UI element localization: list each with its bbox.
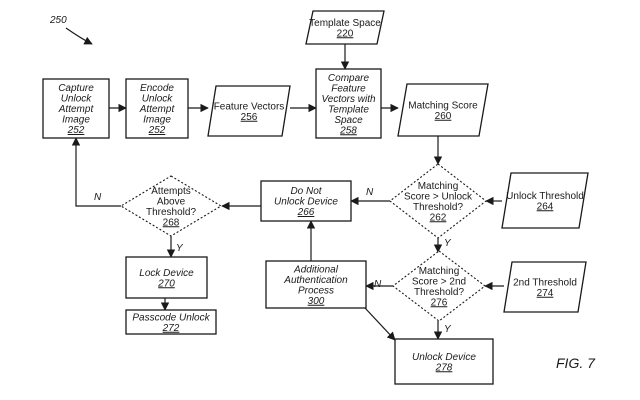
template-ref-number: 220 <box>337 28 354 39</box>
edge-additional-to-unlock <box>364 307 396 341</box>
features-shape <box>207 85 291 137</box>
capture-label-line: Attempt <box>58 104 95 115</box>
compare-label-line: Compare <box>328 73 370 84</box>
attempts-ref-number: 268 <box>163 217 180 228</box>
additional-ref-number: 300 <box>308 296 325 307</box>
donot-shape <box>260 180 352 222</box>
passcode-shape <box>125 309 217 335</box>
passcode-label-line: Passcode Unlock <box>132 312 210 323</box>
capture-shape <box>42 78 110 139</box>
unlockthr-label-line: Unlock Threshold <box>506 191 584 202</box>
encode-label-line: Attempt <box>139 104 176 115</box>
compare-label-line: Feature <box>331 83 366 94</box>
capture-ref-number: 252 <box>67 125 85 136</box>
lock-shape <box>125 256 208 299</box>
additional-shape <box>265 260 367 309</box>
unlock-label-line: Unlock Device <box>412 352 476 363</box>
unlock-ref-number: 278 <box>435 362 453 373</box>
additional-label-line: Authentication <box>283 275 348 286</box>
template-label-line: Template Space <box>309 18 381 29</box>
encode-ref-number: 252 <box>148 125 166 136</box>
unlockthr-ref-number: 264 <box>537 201 554 212</box>
passcode-ref-number: 272 <box>162 323 180 334</box>
figure-caption: FIG. 7 <box>556 355 596 371</box>
unlock-shape <box>394 338 494 385</box>
decision1-ref-number: 262 <box>430 212 447 223</box>
features-label-line: Feature Vectors <box>214 101 285 112</box>
attempts-no-label: N <box>94 192 102 203</box>
attempts-label-line: Threshold? <box>146 207 196 218</box>
encode-label-line: Image <box>143 115 171 126</box>
matching-shape <box>397 83 489 137</box>
decision2-label-line: Threshold? <box>414 287 464 298</box>
connectors <box>71 44 504 341</box>
decision2-shape <box>392 250 486 322</box>
compare-label-line: Space <box>334 115 363 126</box>
compare-label-line: Vectors with <box>321 94 376 105</box>
decision1-label-line: Threshold? <box>413 202 463 213</box>
donot-label-line: Do Not <box>290 186 322 197</box>
unlockthr-shape <box>501 172 589 229</box>
encode-label-line: Encode <box>140 83 174 94</box>
additional-label-line: Additional <box>293 264 339 275</box>
secondthr-ref-number: 274 <box>537 288 554 299</box>
features-ref-number: 256 <box>241 112 258 123</box>
compare-ref-number: 258 <box>339 125 357 136</box>
decision1-no-label: N <box>366 187 374 198</box>
attempts-label-line: Attempts <box>151 186 190 197</box>
figure-reference-number: 250 <box>49 15 67 26</box>
decision2-no-label: N <box>374 279 382 290</box>
capture-label-line: Unlock <box>61 94 93 105</box>
decision2-ref-number: 276 <box>431 297 448 308</box>
lock-ref-number: 270 <box>157 278 175 289</box>
decision1-label-line: Score > Unlock <box>404 191 473 202</box>
encode-label-line: Unlock <box>142 94 174 105</box>
additional-label-line: Process <box>298 285 334 296</box>
secondthr-shape <box>503 261 587 313</box>
capture-label-line: Image <box>62 115 90 126</box>
decision2-yes-label: Y <box>444 324 452 335</box>
figure-reference-pointer <box>65 27 93 45</box>
donot-ref-number: 266 <box>297 207 315 218</box>
decision2-label-line: Matching <box>419 266 460 277</box>
secondthr-label-line: 2nd Threshold <box>513 277 577 288</box>
donot-label-line: Unlock Device <box>274 197 338 208</box>
compare-label-line: Template <box>328 104 369 115</box>
decision1-shape <box>389 163 487 239</box>
attempts-yes-label: Y <box>176 243 184 254</box>
attempts-label-line: Above <box>157 196 186 207</box>
template-shape <box>305 10 385 45</box>
lock-label-line: Lock Device <box>139 268 194 279</box>
compare-shape <box>315 68 382 139</box>
edge-attempts-no-to-capture <box>71 137 121 207</box>
matching-label-line: Matching Score <box>408 100 478 111</box>
encode-shape <box>125 78 189 139</box>
matching-ref-number: 260 <box>435 111 452 122</box>
decision2-label-line: Score > 2nd <box>412 276 466 287</box>
nodes: CaptureUnlockAttemptImage252EncodeUnlock… <box>42 10 589 385</box>
capture-label-line: Capture <box>58 83 94 94</box>
decision1-yes-label: Y <box>444 238 452 249</box>
decision1-label-line: Matching <box>418 181 459 192</box>
attempts-shape <box>119 175 223 237</box>
